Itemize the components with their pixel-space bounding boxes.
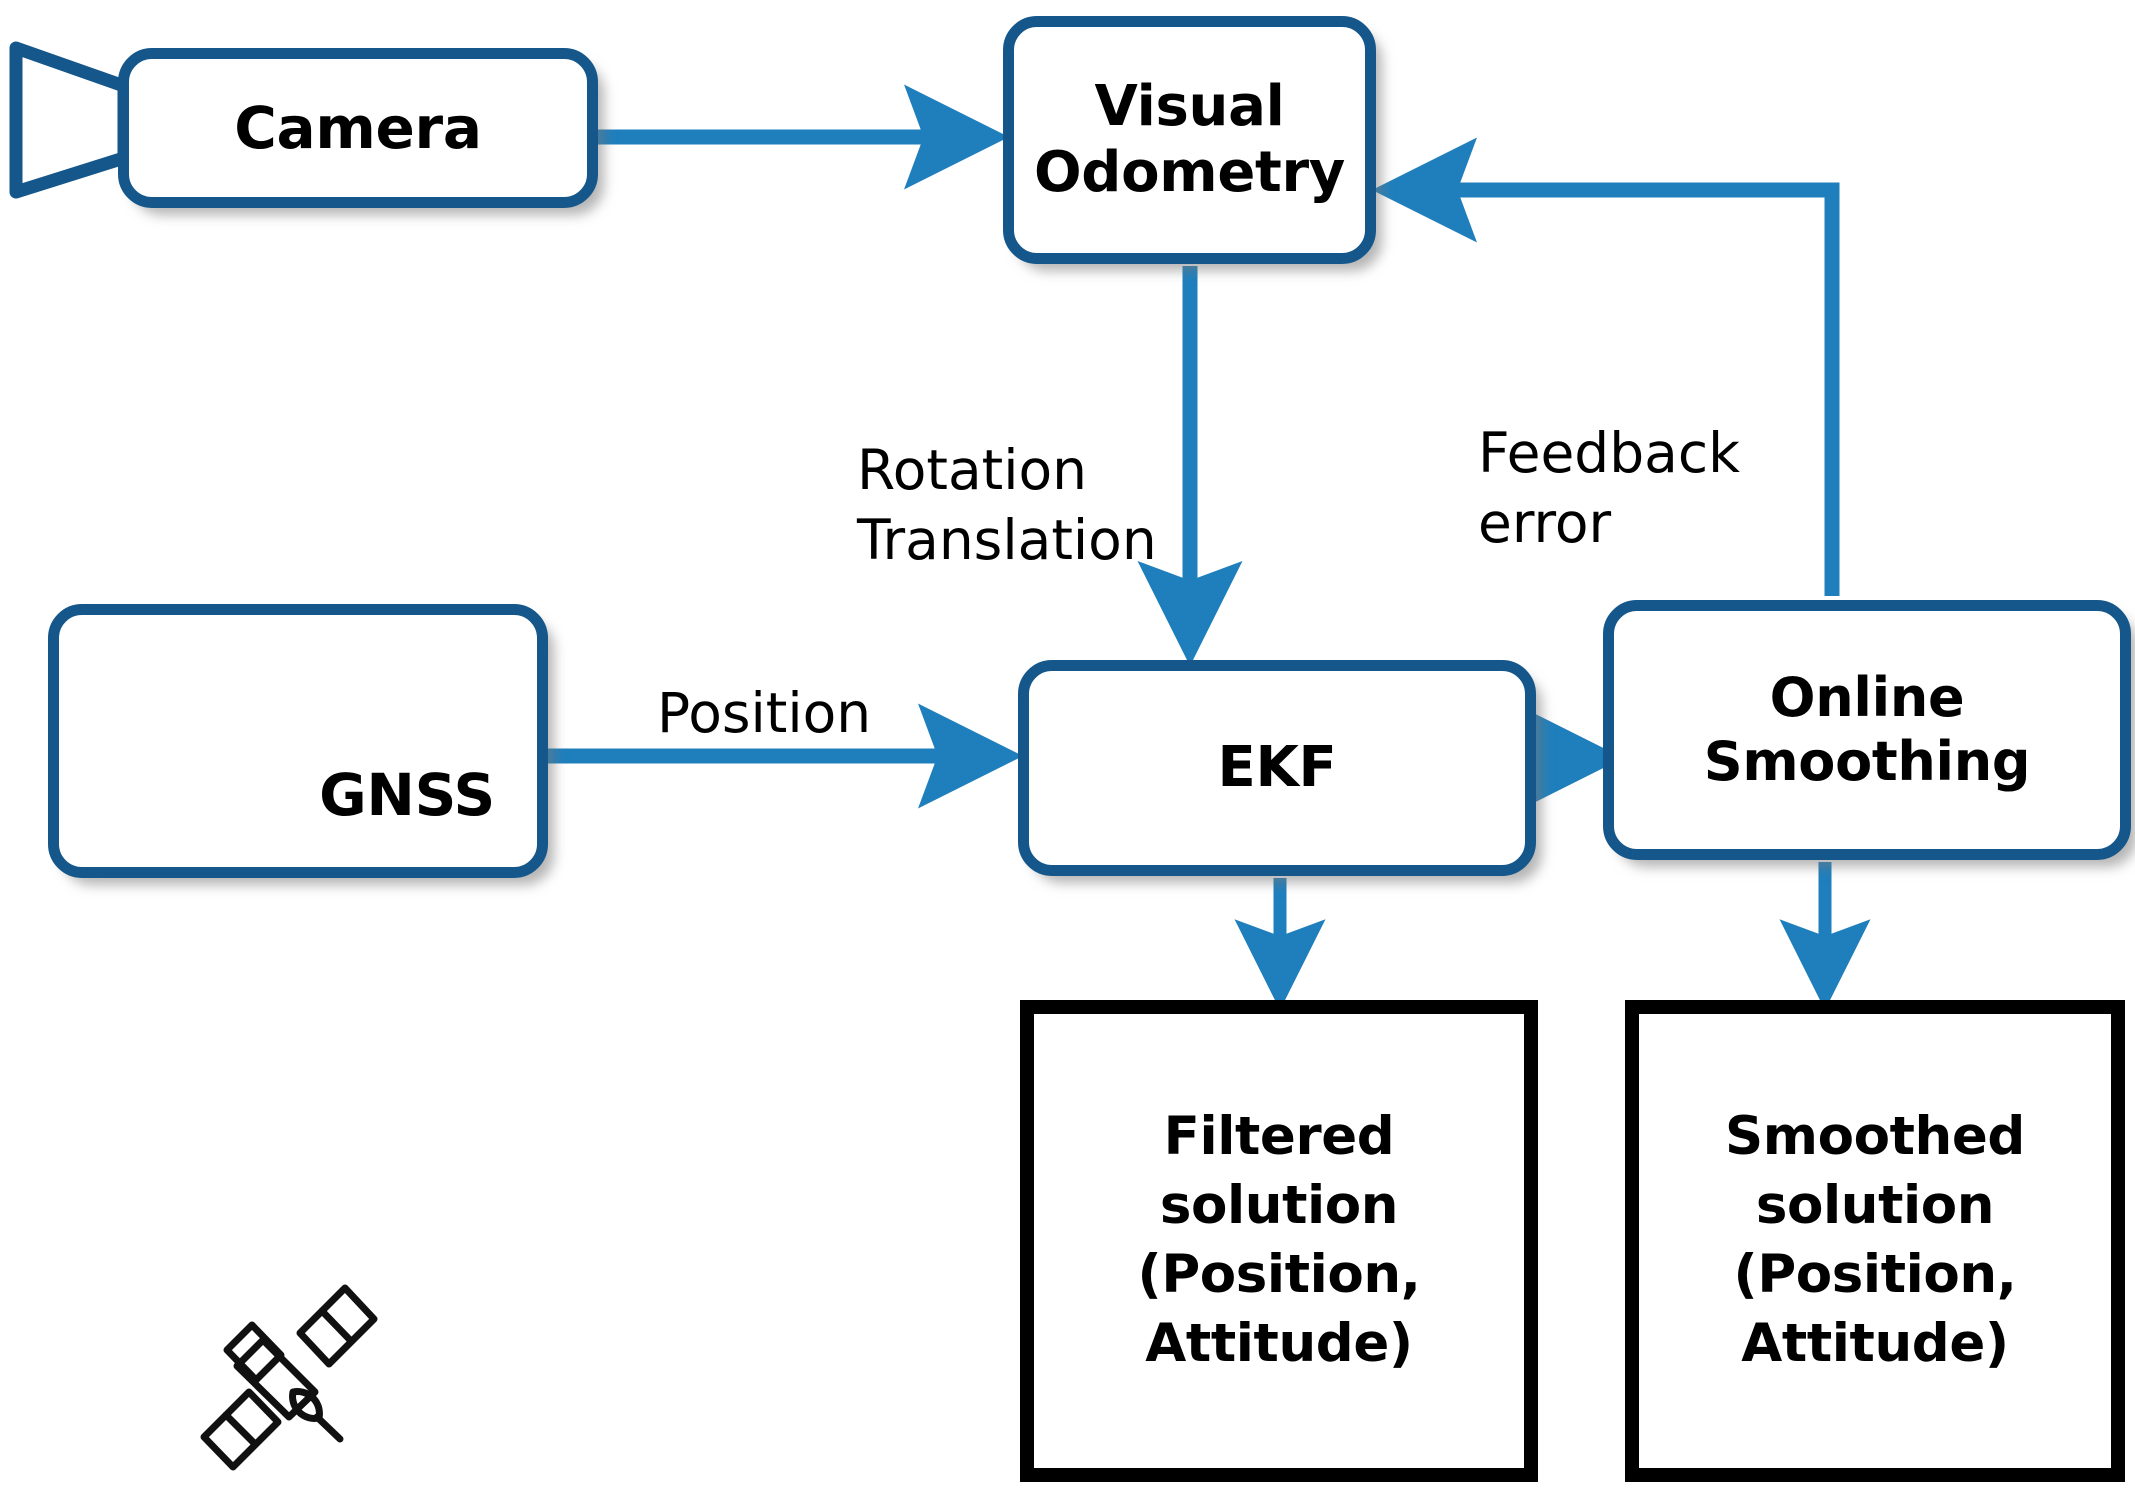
edge-label-position: Position: [657, 681, 872, 745]
node-gnss-label: GNSS: [319, 760, 495, 829]
node-gnss[interactable]: GNSS: [48, 604, 548, 1471]
node-camera-label: Camera: [234, 93, 482, 162]
node-ekf-label: EKF: [1217, 734, 1337, 800]
satellite-icon: [167, 1270, 382, 1480]
node-camera[interactable]: Camera: [118, 48, 598, 208]
camera-icon: [6, 40, 134, 200]
node-ekf[interactable]: EKF: [1018, 660, 1536, 876]
